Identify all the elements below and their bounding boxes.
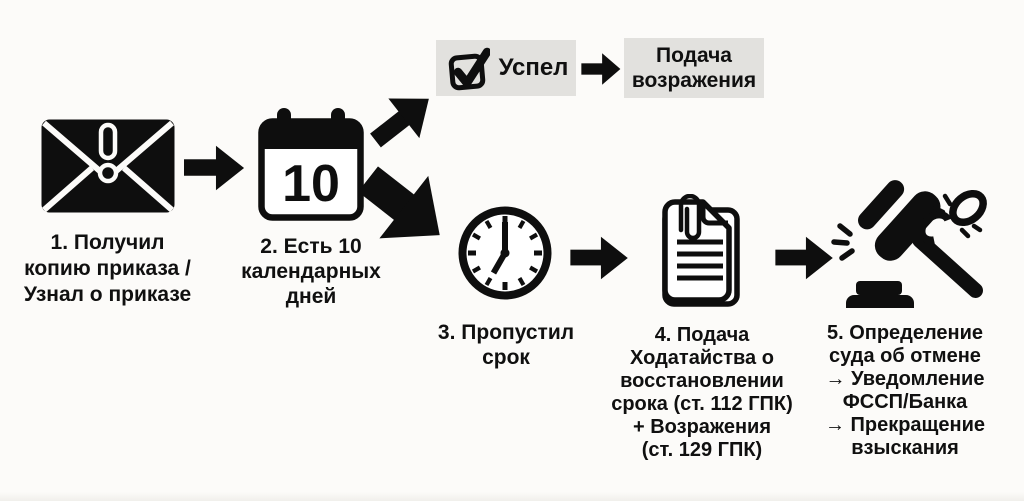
envelope-alert-icon [41, 119, 175, 213]
arrow-right-icon [775, 236, 833, 280]
gavel-broken-chain-icon [831, 180, 987, 308]
arrow-up-right-icon [368, 84, 438, 148]
calendar-number: 10 [282, 155, 340, 213]
clock-icon [458, 206, 552, 300]
arrow-down-right-icon [358, 166, 452, 248]
arrow-right-icon [184, 145, 245, 191]
objection-box: Подача возражения [624, 38, 764, 98]
step4-label: 4. Подача Ходатайства о восстановлении с… [611, 324, 793, 461]
documents-paperclip-icon [662, 194, 740, 307]
arrow-right-icon [570, 236, 628, 280]
step2-label: 2. Есть 10 календарных дней [241, 235, 381, 308]
step1-label: 1. Получил копию приказа / Узнал о прика… [23, 231, 192, 306]
step3-label: 3. Пропустил срок [437, 321, 575, 369]
success-label: Успел [498, 54, 569, 81]
checkbox-checked-icon [448, 47, 490, 91]
success-box: Успел [436, 40, 576, 96]
objection-label: Подача возражения [631, 44, 757, 92]
arrow-right-icon [581, 53, 621, 85]
step5-label: 5. Определение суда об отмене → Уведомле… [824, 322, 986, 459]
calendar-10-icon: 10 [258, 108, 364, 221]
bottom-scan-artifact [0, 492, 1024, 501]
